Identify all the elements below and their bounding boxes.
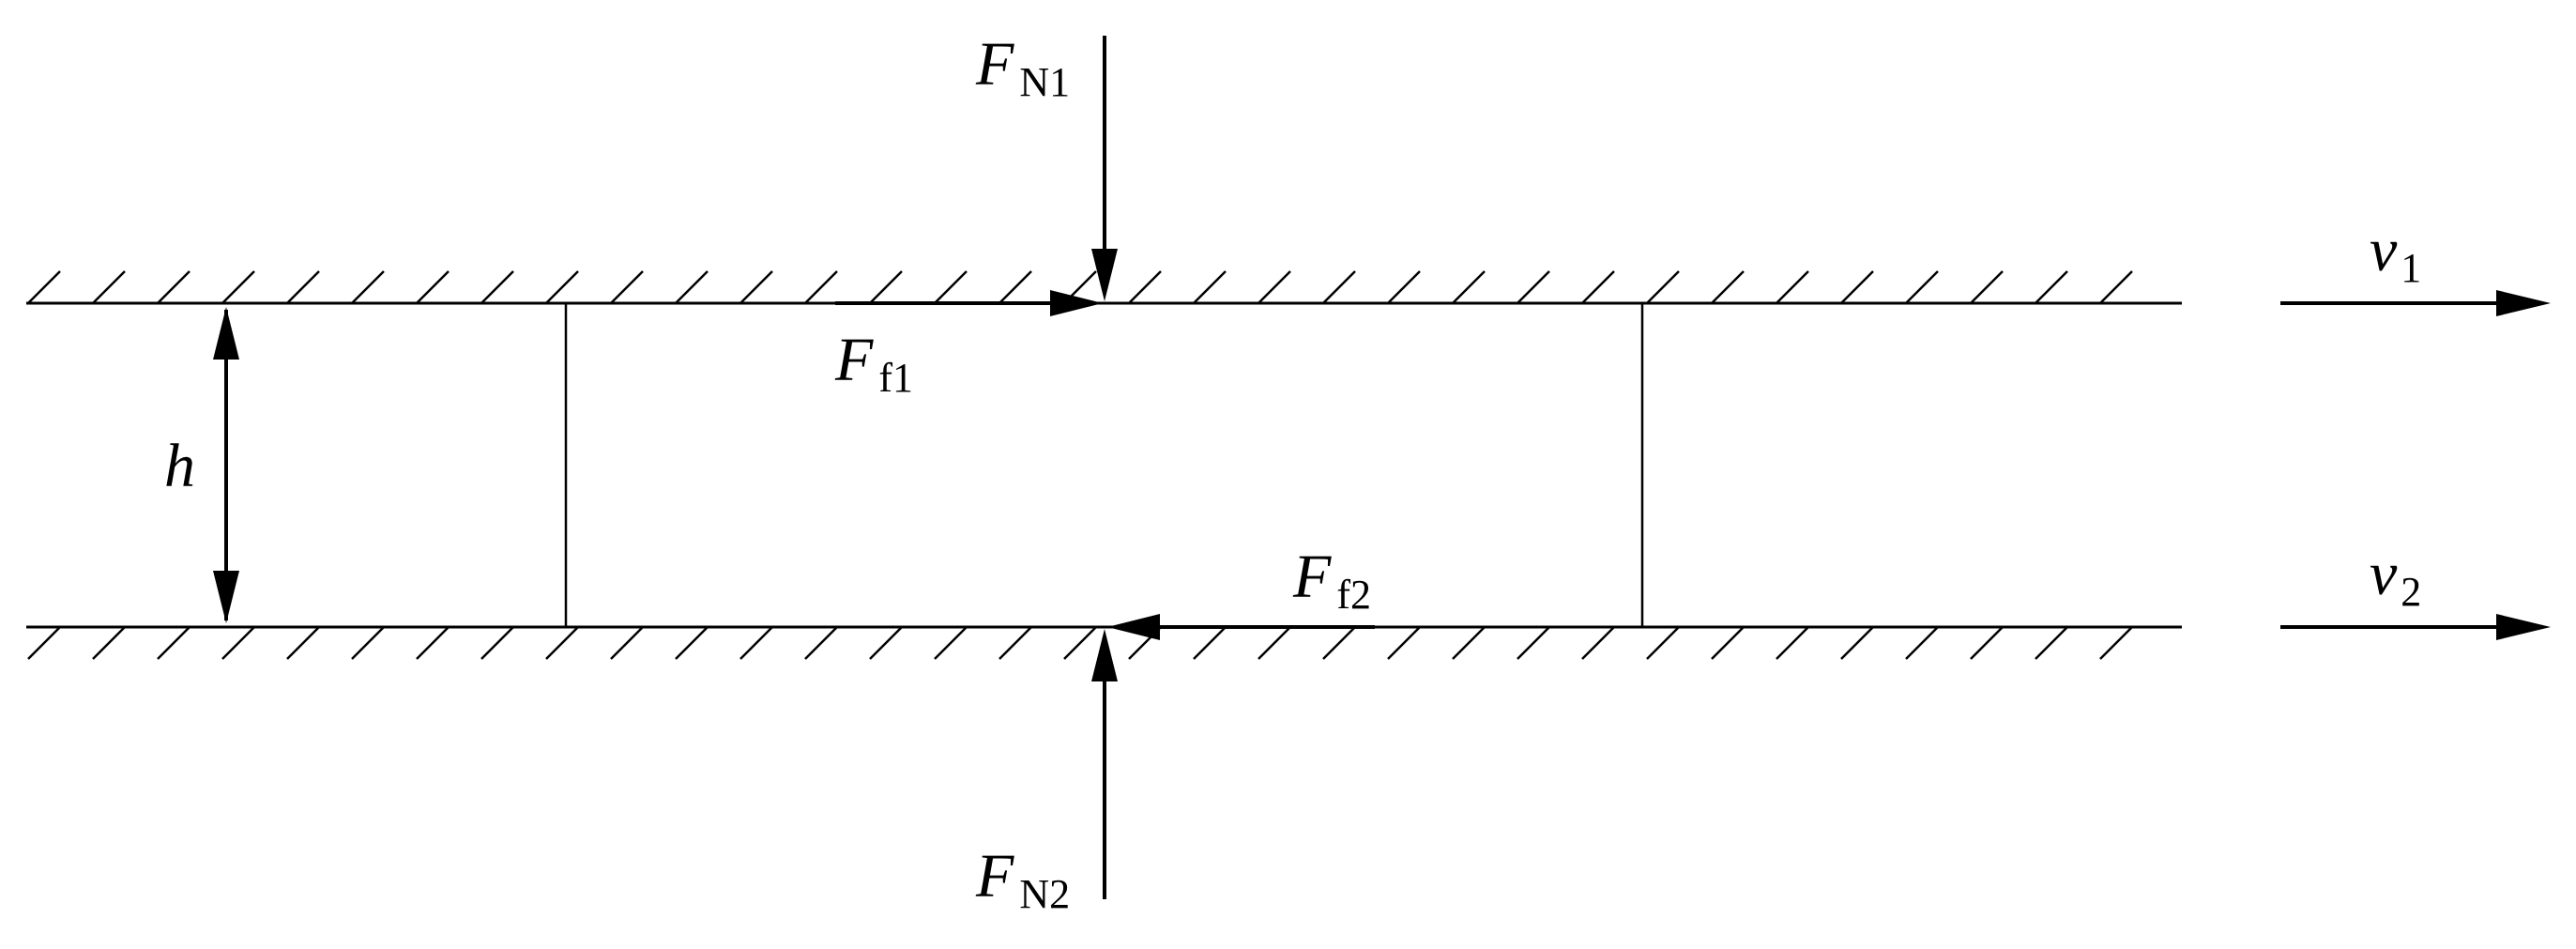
hatch-mark [221, 626, 255, 660]
fn1-arrowhead [1091, 249, 1118, 301]
hatch-mark [1776, 270, 1809, 304]
hatch-mark [998, 626, 1032, 660]
hatch-mark [1905, 270, 1939, 304]
hatch-mark [1322, 270, 1356, 304]
hatch-mark [1063, 626, 1097, 660]
hatch-mark [157, 270, 191, 304]
h-arrowhead-bottom [213, 571, 239, 623]
v1-label: v1 [2370, 216, 2421, 291]
hatch-mark [610, 270, 644, 304]
v1-arrowhead [2496, 290, 2551, 316]
hatch-mark [545, 626, 579, 660]
hatch-mark [157, 626, 191, 660]
fn2-arrowhead [1091, 629, 1118, 681]
hatch-mark [1776, 626, 1809, 660]
hatch-mark [1517, 626, 1550, 660]
fn1-label-sub: N1 [1019, 59, 1070, 105]
hatch-mark [610, 626, 644, 660]
lower-wall-hatching [27, 626, 2133, 660]
hatch-mark [351, 270, 385, 304]
hatch-mark [1711, 626, 1745, 660]
hatch-mark [92, 626, 126, 660]
hatch-mark [804, 626, 838, 660]
fn1-label-main: F [975, 30, 1014, 99]
h-arrowhead-top [213, 307, 239, 360]
hatch-mark [675, 270, 709, 304]
hatch-mark [1193, 270, 1227, 304]
hatch-mark [1970, 270, 2004, 304]
ff2-label-main: F [1292, 543, 1332, 611]
hatch-mark [1840, 626, 1874, 660]
v2-arrowhead [2496, 614, 2551, 640]
hatch-mark [1452, 626, 1486, 660]
hatch-mark [1258, 626, 1291, 660]
hatch-mark [675, 626, 709, 660]
v2-label: v2 [2370, 540, 2421, 615]
hatch-mark [1581, 270, 1615, 304]
hatch-mark [739, 626, 773, 660]
hatch-mark [1840, 270, 1874, 304]
hatch-mark [2099, 270, 2133, 304]
hatch-mark [1322, 626, 1356, 660]
hatch-mark [1905, 626, 1939, 660]
hatch-mark [1387, 270, 1421, 304]
hatch-mark [1452, 270, 1486, 304]
v1-label-sub: 1 [2401, 245, 2421, 291]
fn2-label-main: F [975, 842, 1014, 911]
hatch-mark [2035, 626, 2068, 660]
hatch-mark [286, 270, 320, 304]
hatch-mark [27, 626, 61, 660]
hatch-mark [1128, 270, 1162, 304]
hatch-mark [92, 270, 126, 304]
hatch-mark [1387, 626, 1421, 660]
ff2-arrowhead [1107, 614, 1160, 640]
hatch-mark [934, 626, 968, 660]
fn2-label-sub: N2 [1019, 871, 1070, 917]
lower-wall [26, 625, 2182, 660]
hatch-mark [2099, 626, 2133, 660]
hatch-mark [869, 626, 903, 660]
hatch-mark [2035, 270, 2068, 304]
hatch-mark [1258, 270, 1291, 304]
hatch-mark [869, 270, 903, 304]
hatch-mark [416, 270, 450, 304]
hatch-mark [1581, 626, 1615, 660]
hatch-mark [1711, 270, 1745, 304]
hatch-mark [804, 270, 838, 304]
upper-wall [26, 270, 2182, 305]
v2-label-sub: 2 [2401, 569, 2421, 615]
v2-label-main: v [2370, 540, 2398, 608]
hatch-mark [286, 626, 320, 660]
hatch-mark [1646, 626, 1680, 660]
v1-label-main: v [2370, 216, 2398, 284]
hatch-mark [480, 626, 514, 660]
hatch-mark [480, 270, 514, 304]
upper-wall-hatching [27, 270, 2133, 304]
ff1-label-sub: f1 [878, 355, 913, 401]
hatch-mark [1193, 626, 1227, 660]
hatch-mark [1970, 626, 2004, 660]
hatch-mark [27, 270, 61, 304]
hatch-mark [998, 270, 1032, 304]
ff2-label-sub: f2 [1336, 572, 1371, 618]
h-label: h [164, 432, 195, 500]
ff1-label-main: F [834, 326, 874, 394]
hatch-mark [545, 270, 579, 304]
ff1-arrowhead [1050, 290, 1103, 316]
hatch-mark [1646, 270, 1680, 304]
hatch-mark [934, 270, 968, 304]
hatch-mark [416, 626, 450, 660]
hatch-mark [221, 270, 255, 304]
hatch-mark [739, 270, 773, 304]
hatch-mark [1517, 270, 1550, 304]
hatch-mark [351, 626, 385, 660]
